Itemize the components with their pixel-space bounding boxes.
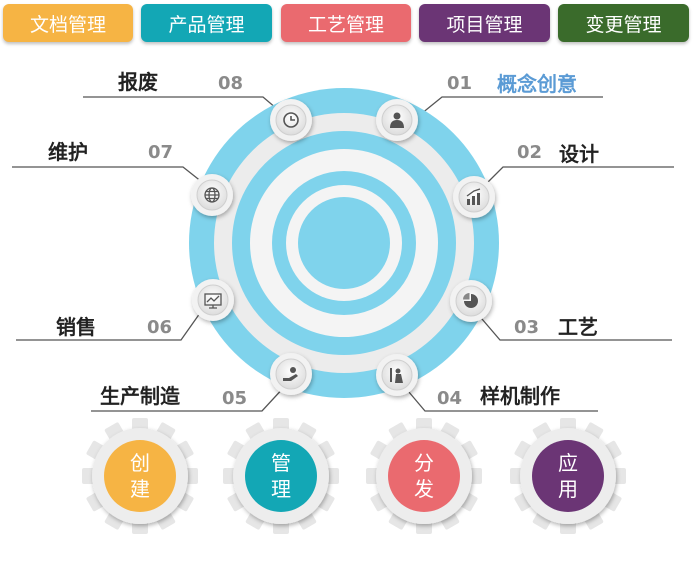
leader-line-03 (475, 311, 672, 341)
clock-icon (283, 112, 299, 128)
stage-number-07: 07 (148, 142, 174, 163)
presenter-icon (390, 368, 403, 383)
monitor-chart-icon (204, 293, 222, 309)
stage-number-01: 01 (447, 73, 473, 94)
gear-distribute-text: 分发 (414, 451, 434, 501)
gear-apply (510, 418, 626, 534)
gear-create (82, 418, 198, 534)
node-02 (453, 176, 495, 218)
leader-line-05 (91, 384, 287, 412)
gear-apply-disc (532, 440, 604, 512)
leader-line-06 (16, 305, 206, 341)
gear-manage-disc (245, 440, 317, 512)
node-08 (270, 99, 312, 141)
leader-line-04 (402, 384, 598, 412)
stage-number-03: 03 (514, 317, 540, 338)
person-icon (390, 112, 404, 128)
node-03 (450, 280, 492, 322)
gear-create-disc (104, 440, 176, 512)
stage-number-06: 06 (147, 317, 173, 338)
gears (82, 418, 626, 534)
gear-distribute-disc (388, 440, 460, 512)
growth-chart-icon (466, 188, 481, 205)
gear-apply-text: 应用 (558, 451, 578, 501)
stage-number-08: 08 (218, 73, 244, 94)
stage-label-07: 维护 (48, 140, 88, 164)
gear-distribute (366, 418, 482, 534)
globe-icon (204, 187, 220, 203)
node-07 (191, 174, 233, 216)
gear-create-text: 创建 (130, 451, 150, 501)
stage-label-08: 报废 (118, 70, 158, 94)
stage-nodes (191, 99, 495, 396)
gear-manage (223, 418, 339, 534)
stage-label-06: 销售 (56, 315, 96, 339)
pie-chart-icon (463, 293, 478, 308)
stage-label-04: 样机制作 (480, 384, 560, 408)
stage-label-03: 工艺 (558, 315, 598, 339)
node-05 (270, 353, 312, 395)
tab-document-management[interactable]: 文档管理 (3, 4, 133, 42)
leader-line-02 (483, 166, 674, 187)
leader-line-08 (83, 96, 284, 115)
gear-manage-text: 管理 (271, 451, 291, 501)
tab-change-management[interactable]: 变更管理 (558, 4, 689, 42)
tab-project-management[interactable]: 项目管理 (419, 4, 550, 42)
stage-label-02: 设计 (559, 142, 599, 166)
stage-number-05: 05 (222, 388, 248, 409)
tab-product-management[interactable]: 产品管理 (141, 4, 272, 42)
tab-process-management[interactable]: 工艺管理 (281, 4, 411, 42)
leader-line-01 (420, 96, 603, 115)
node-04 (376, 354, 418, 396)
concentric-rings (189, 88, 499, 398)
node-06 (192, 279, 234, 321)
stage-label-05: 生产制造 (100, 384, 180, 408)
stage-label-01: 概念创意 (497, 72, 577, 96)
stage-number-04: 04 (437, 388, 463, 409)
hand-icon (283, 367, 298, 381)
leader-line-07 (12, 166, 208, 187)
stage-number-02: 02 (517, 142, 543, 163)
node-01 (376, 99, 418, 141)
